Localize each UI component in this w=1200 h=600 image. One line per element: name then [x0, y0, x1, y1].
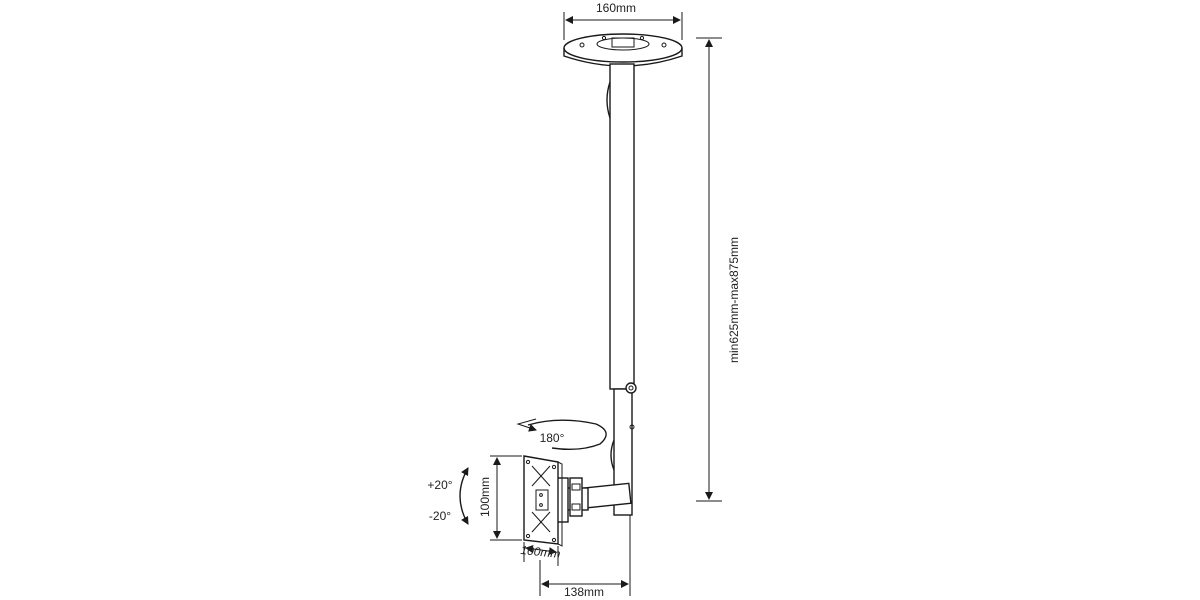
tilt-up-label: +20° — [427, 478, 452, 492]
plate-width-label: 160mm — [596, 1, 636, 15]
arm-depth-dimension: 138mm — [539, 515, 631, 599]
tilt-indicator: +20° -20° — [427, 467, 469, 525]
vesa-plate — [523, 455, 563, 547]
height-dimension: min625mm-max875mm — [696, 37, 741, 502]
swivel-indicator: 180° — [516, 418, 607, 451]
telescopic-pole — [606, 63, 637, 516]
height-range-label: min625mm-max875mm — [727, 237, 741, 363]
ceiling-plate — [563, 33, 683, 67]
vesa-height-label: 100mm — [478, 477, 492, 517]
arm-depth-label: 138mm — [564, 585, 604, 599]
vesa-width-dimension: 100mm — [520, 542, 561, 566]
plate-width-dimension: 160mm — [563, 1, 683, 40]
vesa-width-label: 100mm — [520, 543, 561, 561]
swivel-angle-label: 180° — [540, 431, 565, 445]
vesa-height-dimension: 100mm — [478, 455, 522, 541]
tilt-down-label: -20° — [429, 509, 451, 523]
